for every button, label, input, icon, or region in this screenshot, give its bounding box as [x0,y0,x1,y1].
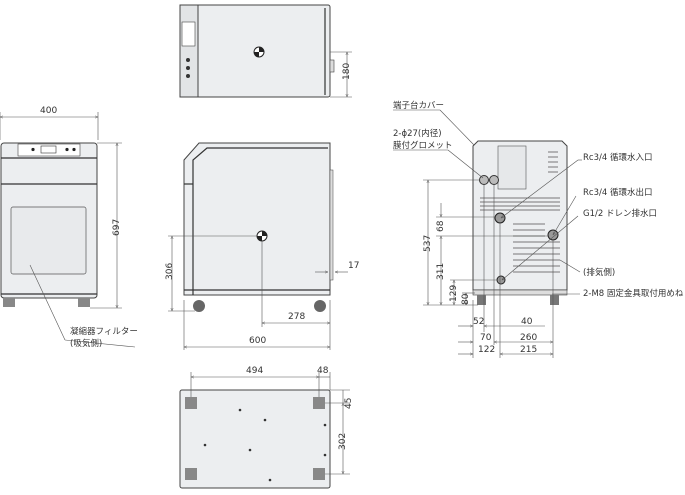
rear-view: 端子台カバー 2-ϕ27(内径) 膜付グロメット Rc3/4 循環水入口 Rc3… [393,100,685,358]
dim-311: 311 [436,263,446,280]
bottom-view: 494 48 45 302 [179,366,354,489]
label-grommet: 2-ϕ27(内径) [393,128,442,139]
label-outlet: Rc3/4 循環水出口 [583,187,652,198]
top-view: 180 [179,4,352,97]
dim-40: 40 [521,317,533,327]
dim-600: 600 [249,336,266,346]
label-drain: G1/2 ドレン排水口 [583,208,657,219]
dim-215: 215 [520,345,537,355]
dim-70: 70 [480,333,492,343]
side-view: 306 278 600 17 [165,142,359,350]
dim-17: 17 [348,261,359,271]
label-grommet-sub: 膜付グロメット [393,140,453,151]
dim-302: 302 [338,433,348,450]
dim-494: 494 [246,366,263,376]
dim-537: 537 [423,235,433,252]
dim-278: 278 [288,312,305,322]
label-inlet: Rc3/4 循環水入口 [583,152,652,163]
label-screw: 2-M8 固定金具取付用めねじ [583,288,685,299]
dim-68: 68 [436,220,446,232]
dim-52: 52 [473,317,484,327]
dim-80: 80 [461,293,471,305]
dim-260: 260 [520,333,537,343]
dim-697: 697 [112,219,122,236]
center-of-gravity-icon [253,46,265,58]
dim-45: 45 [344,398,354,409]
dim-122: 122 [478,345,495,355]
filter-label-sub: (吸気側) [70,338,102,349]
center-of-gravity-icon [256,230,268,242]
front-view: 400 697 凝縮器フィルター (吸気側) [0,106,138,349]
dim-48: 48 [317,366,329,376]
dim-180: 180 [342,63,352,80]
dim-306: 306 [165,263,175,280]
filter-label: 凝縮器フィルター [70,326,138,337]
dim-129: 129 [449,285,459,302]
dim-400: 400 [40,106,57,116]
label-exhaust: (排気側) [583,267,615,278]
label-terminal-cover: 端子台カバー [393,100,444,111]
